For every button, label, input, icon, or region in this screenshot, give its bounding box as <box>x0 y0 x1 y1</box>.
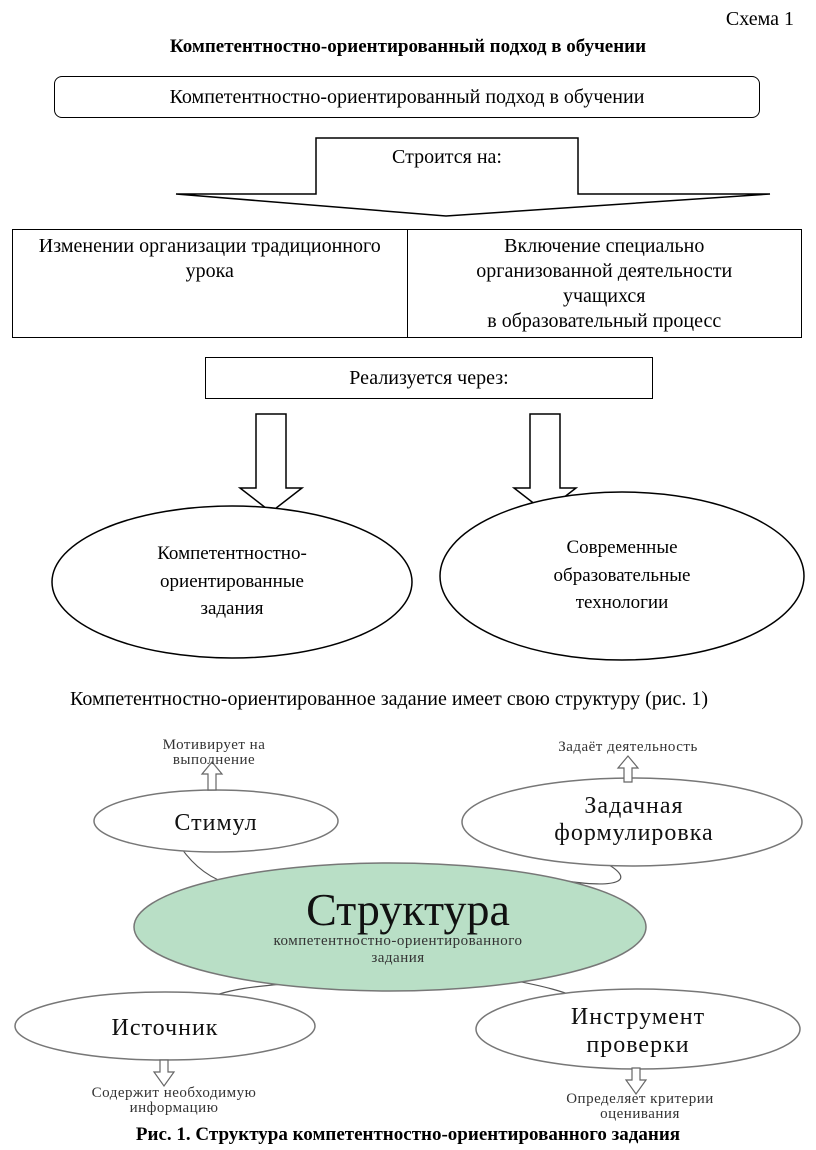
center-subtitle: компетентностно-ориентированного <box>273 933 522 949</box>
page-title: Компетентностно-ориентированный подход в… <box>169 36 647 57</box>
tool-down-arrow <box>624 1067 648 1096</box>
stimulus-note-line: Мотивирует на <box>163 737 266 753</box>
built-on-arrow-shape <box>175 137 771 217</box>
approach-box: Компетентностно-ориентированный подход в… <box>54 76 760 118</box>
realized-box-label: Реализуется через: <box>349 366 509 389</box>
right-ellipse-line: образовательные <box>553 564 691 586</box>
foundation-cell-left-text: Изменении организации традиционного урок… <box>38 235 381 282</box>
figure-caption: Рис. 1. Структура компетентностно-ориент… <box>135 1124 681 1145</box>
tool-label-line: Инструмент <box>571 1004 705 1030</box>
realization-arrows <box>51 413 805 661</box>
source-down-arrow <box>152 1059 176 1088</box>
left-ellipse <box>51 505 413 659</box>
source-label: Источник <box>112 1015 219 1041</box>
foundation-right-line: организованной деятельности <box>476 260 733 282</box>
source-note-line: Содержит необходимую <box>92 1085 257 1101</box>
left-ellipse-text: Компетентностно- ориентированные задания <box>82 540 382 623</box>
left-ellipse-line: задания <box>200 598 264 620</box>
built-on-label: Строится на: <box>392 146 502 168</box>
left-ellipse-line: ориентированные <box>160 570 304 592</box>
left-hollow-arrow <box>237 413 305 513</box>
center-subtitle-line2: задания <box>371 950 424 966</box>
realized-box: Реализуется через: <box>205 357 653 399</box>
left-ellipse-line: Компетентностно- <box>157 543 307 564</box>
center-title: Структура <box>306 884 510 935</box>
right-ellipse-line: Современные <box>566 537 678 558</box>
foundation-right-line: учащихся <box>562 285 646 307</box>
built-on-arrow <box>175 137 771 217</box>
right-ellipse <box>439 491 805 661</box>
foundation-right-line: в образовательный процесс <box>487 310 722 332</box>
center-ellipse <box>133 862 647 992</box>
foundation-table: Изменении организации традиционного урок… <box>12 229 802 338</box>
tool-note-line: оценивания <box>600 1106 680 1122</box>
foundation-cell-left: Изменении организации традиционного урок… <box>13 230 407 337</box>
right-ellipse-line: технологии <box>575 592 669 614</box>
scheme-number: Схема 1 <box>725 8 794 30</box>
stimulus-up-arrow <box>200 761 224 791</box>
source-note-line: информацию <box>130 1100 219 1116</box>
stimulus-label: Стимул <box>174 810 257 836</box>
right-ellipse-text: Современные образовательные технологии <box>472 534 772 617</box>
structure-paragraph: Компетентностно-ориентированное задание … <box>70 688 709 710</box>
tool-label-line: проверки <box>586 1032 689 1058</box>
foundation-right-line: Включение специально <box>504 235 705 257</box>
approach-box-label: Компетентностно-ориентированный подход в… <box>169 85 645 108</box>
foundation-cell-right: Включение специально организованной деят… <box>406 230 802 337</box>
formulation-label-line: Задачная <box>584 793 683 819</box>
stimulus-note-line: выполнение <box>173 752 255 768</box>
formulation-up-arrow <box>616 755 640 783</box>
formulation-note: Задаёт деятельность <box>558 739 698 755</box>
formulation-label-line: формулировка <box>554 820 713 846</box>
tool-note-line: Определяет критерии <box>566 1091 714 1107</box>
